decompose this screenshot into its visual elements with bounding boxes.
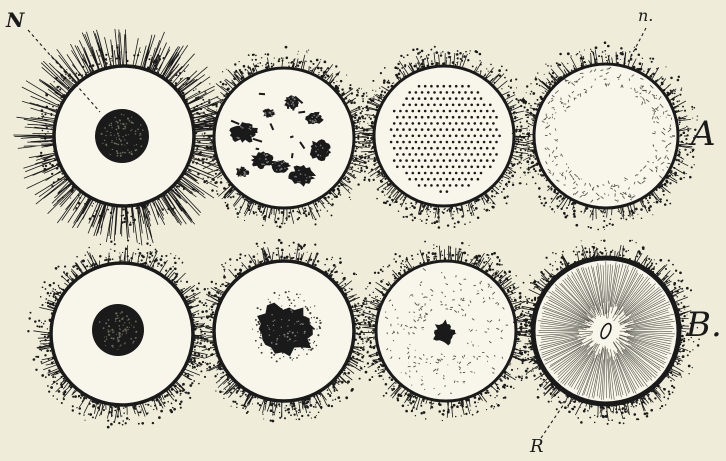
cell-b2 [191, 239, 376, 422]
cell-a4 [512, 41, 700, 230]
label-nucleus-small: n. [638, 8, 653, 24]
cell-b1 [27, 239, 216, 428]
cell-a3 [352, 46, 535, 229]
label-row-b: B. [686, 308, 722, 342]
row-a-cells [13, 29, 699, 245]
label-radiation: R [530, 438, 544, 456]
row-b-cells [27, 239, 700, 429]
label-row-a: A [691, 117, 716, 151]
cell-b3 [354, 241, 537, 422]
cell-a1 [13, 29, 235, 245]
cell-a2 [193, 46, 375, 229]
cell-b4 [513, 240, 700, 425]
label-nucleus: N [6, 10, 24, 30]
